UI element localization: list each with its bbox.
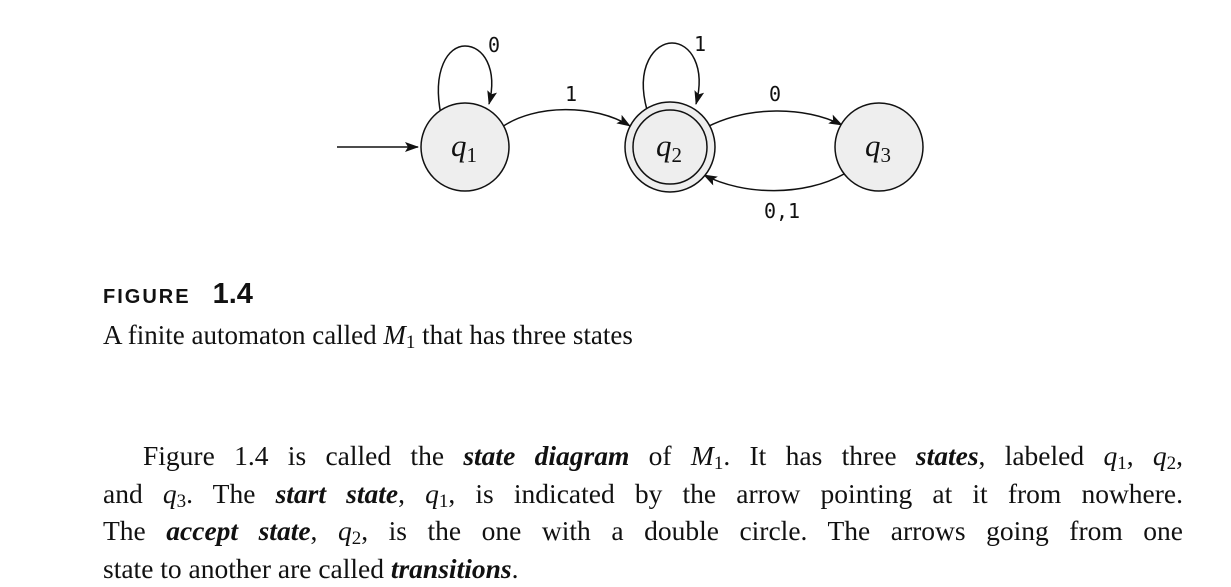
term-transitions: transitions [390,552,512,584]
state-q2-subscript: 2 [672,143,683,167]
q3-to-q2-label: 0,1 [764,199,800,223]
body-paragraph: Figure 1.4 is called the state diagram o… [103,437,1183,587]
state-q3-letter: q [865,128,881,163]
term-state-diagram: state diagram [463,440,630,471]
svg-text:q2: q2 [656,128,682,167]
caption-heading: FIGURE 1.4 [103,280,633,312]
term-states: states [915,440,979,471]
state-q2-accept: q2 [624,101,716,193]
figure-number: 1.4 [212,278,253,310]
q1-self-loop [437,45,497,116]
svg-text:q1: q1 [451,128,477,167]
state-q1: q1 [420,102,510,192]
state-q1-letter: q [451,128,467,163]
caption-text-after: that has three states [415,320,633,350]
state-q2-letter: q [656,128,672,163]
state-q3: q3 [834,102,924,192]
q1-to-q2-edge [501,108,631,128]
paragraph-line-2: and q3. The start state, q1, is indicate… [103,477,1183,512]
figure-caption: FIGURE 1.4 A finite automaton called M1 t… [103,280,633,353]
term-start-state: start state [275,477,399,509]
machine-subscript: 1 [405,332,416,353]
svg-text:q3: q3 [865,128,891,167]
q2-to-q3-edge [706,110,843,128]
state-q1-subscript: 1 [467,143,478,167]
caption-text-before: A finite automaton called [103,320,384,350]
q2-self-loop [642,42,705,111]
state-diagram: 0 1 1 0 0,1 q1 q2 q3 [337,32,924,223]
q2-to-q3-label: 0 [769,82,781,106]
figure-label: FIGURE [103,286,191,308]
q2-self-loop-label: 1 [694,32,706,56]
q1-to-q2-label: 1 [565,82,577,106]
q1-self-loop-label: 0 [488,33,500,57]
paragraph-line-4: state to another are called transitions. [103,552,519,584]
q3-to-q2-edge [703,173,845,192]
caption-text: A finite automaton called M1 that has th… [103,318,633,352]
state-q3-subscript: 3 [881,143,892,167]
machine-name: M [383,320,406,350]
term-accept-state: accept state [166,515,311,546]
paragraph-line-3: The accept state, q2, is the one with a … [103,515,1183,549]
paragraph-line-1: Figure 1.4 is called the state diagram o… [143,440,1184,474]
